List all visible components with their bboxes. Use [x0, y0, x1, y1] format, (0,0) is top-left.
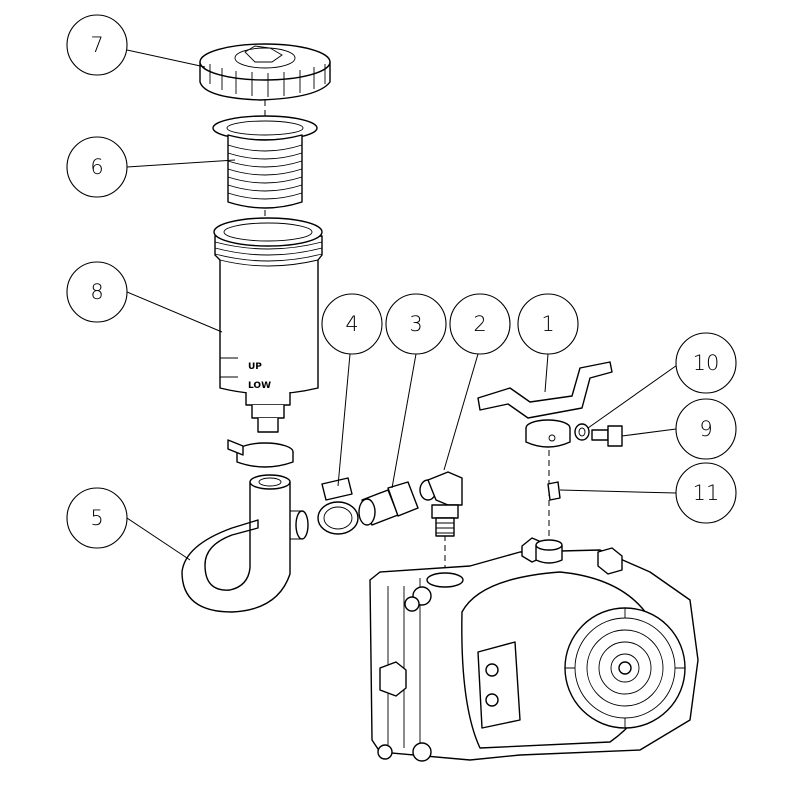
pump-motor-body [369, 537, 699, 762]
callout-5: 5 [66, 487, 128, 549]
hose-clamp-top [227, 439, 294, 468]
svg-text:9: 9 [699, 417, 712, 441]
callout-9: 9 [675, 398, 737, 460]
svg-text:5: 5 [90, 506, 103, 530]
callout-10: 10 [675, 332, 737, 394]
tank-mark-up: UP [248, 362, 262, 372]
callout-4: 4 [321, 293, 383, 355]
part-10-washer [574, 423, 590, 441]
svg-text:1: 1 [541, 312, 554, 336]
callout-7: 7 [66, 14, 128, 76]
svg-text:8: 8 [90, 280, 103, 304]
part-5-hose [181, 474, 309, 613]
svg-text:11: 11 [693, 481, 720, 505]
part-11-key [547, 481, 561, 501]
svg-text:2: 2 [473, 312, 486, 336]
callout-2: 2 [449, 293, 511, 355]
part-7-reservoir-cap [199, 43, 331, 101]
svg-text:10: 10 [693, 351, 720, 375]
callout-6: 6 [66, 136, 128, 198]
part-8-reservoir-tank: UP LOW [213, 217, 323, 433]
svg-text:4: 4 [345, 312, 358, 336]
leader-lines [126, 49, 681, 561]
part-2-elbow-fitting [419, 471, 463, 537]
svg-text:3: 3 [409, 312, 422, 336]
part-3-straight-fitting [358, 481, 419, 526]
part-1-mounting-bracket [477, 361, 613, 448]
part-9-bolt [591, 425, 623, 447]
part-4-hose-clamp [317, 477, 359, 535]
callout-1: 1 [517, 293, 579, 355]
svg-text:7: 7 [90, 33, 103, 57]
callout-11: 11 [675, 462, 737, 524]
part-6-threaded-neck [212, 115, 318, 209]
callout-3: 3 [385, 293, 447, 355]
tank-mark-low: LOW [248, 381, 271, 391]
svg-text:6: 6 [90, 155, 103, 179]
callout-8: 8 [66, 261, 128, 323]
